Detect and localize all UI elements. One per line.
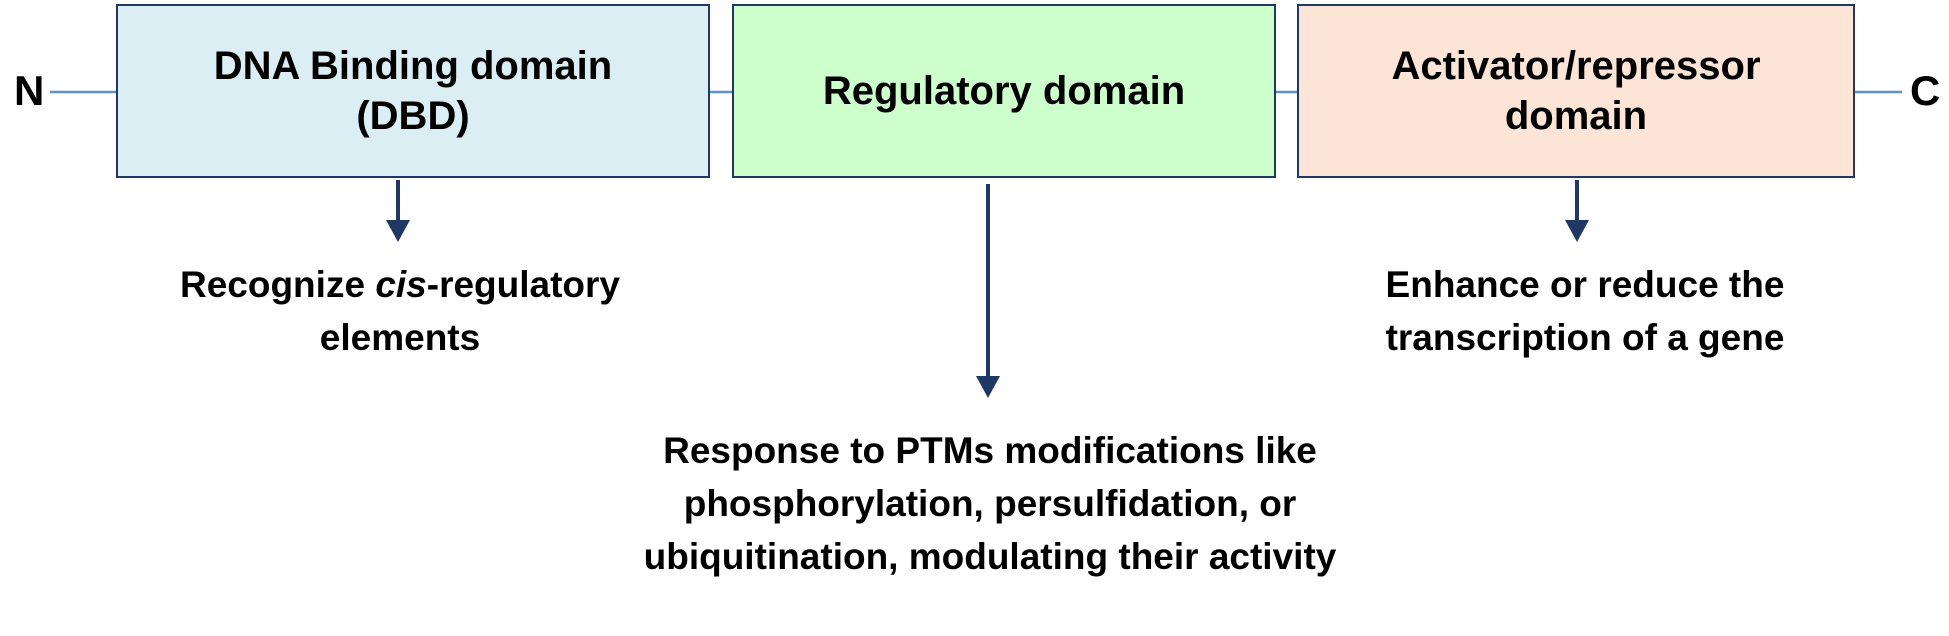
n-terminus-label: N: [14, 67, 45, 114]
regulatory-domain-box: Regulatory domain: [732, 4, 1276, 178]
dna-binding-domain-label: DNA Binding domain (DBD): [213, 44, 613, 138]
arrow-dbd: [386, 180, 410, 242]
arrow-regulatory: [976, 184, 1000, 398]
dna-binding-domain-box: DNA Binding domain (DBD): [116, 4, 710, 178]
regulatory-domain-description: Response to PTMs modifications like phos…: [643, 430, 1337, 577]
c-terminus-label: C: [1910, 67, 1941, 114]
regulatory-domain-label: Regulatory domain: [822, 69, 1186, 113]
dbd-description-part-1: Recognize: [179, 264, 376, 305]
dbd-description: Recognize cis-regulatory elements: [120, 258, 680, 364]
activator-domain-description: Enhance or reduce the transcription of a…: [1385, 264, 1785, 358]
dbd-description-part-3: -regulatory elements: [319, 264, 621, 358]
arrow-activator: [1565, 180, 1589, 242]
activator-repressor-domain-label: Activator/repressor domain: [1391, 44, 1761, 138]
activator-repressor-domain-box: Activator/repressor domain: [1297, 4, 1855, 178]
dbd-description-cis: cis: [375, 264, 427, 305]
